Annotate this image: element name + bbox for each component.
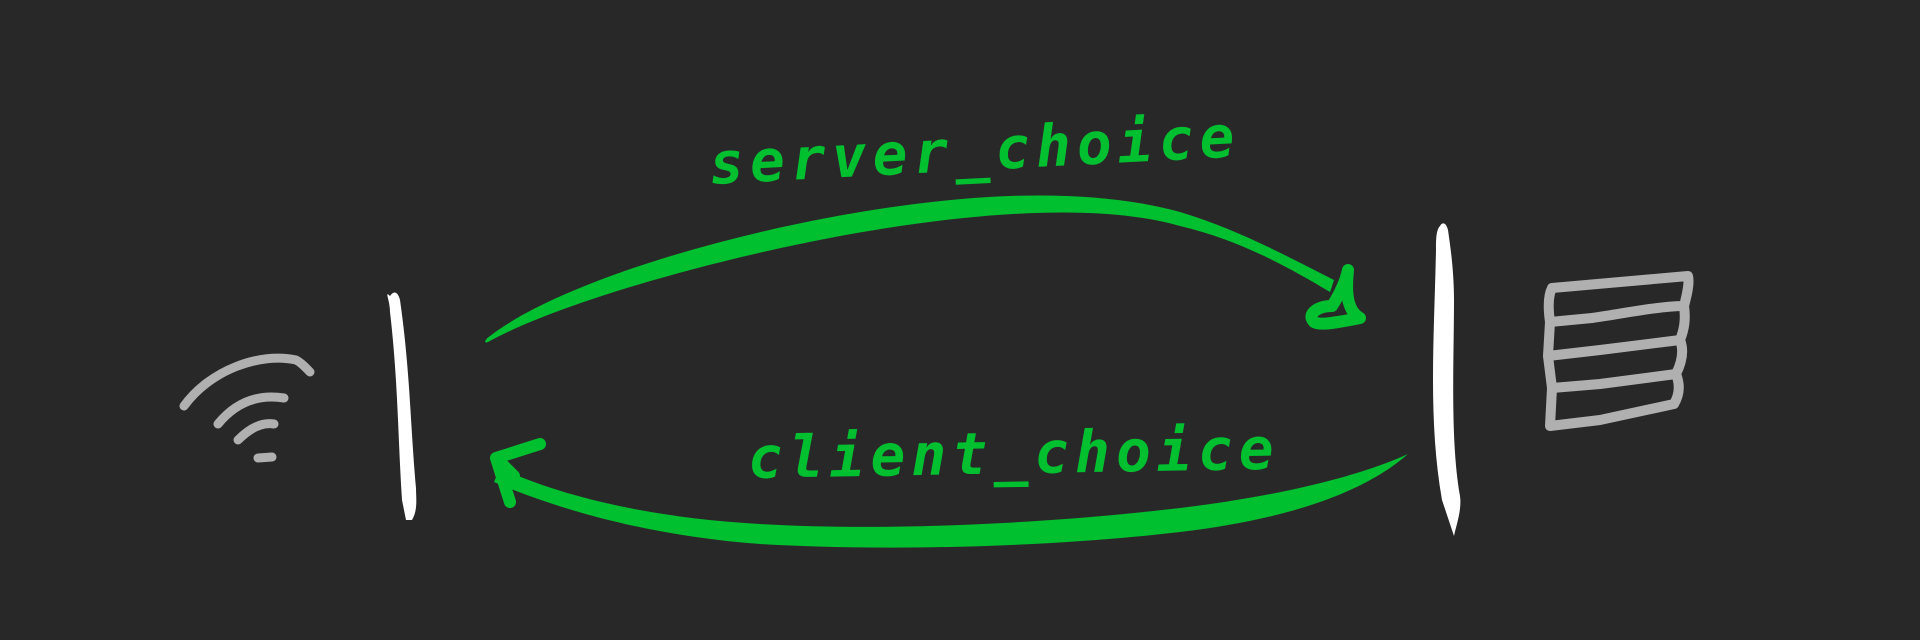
wifi-arc-outer xyxy=(179,353,315,411)
wifi-arc-middle xyxy=(213,392,289,429)
client-choice-arrowhead xyxy=(490,438,546,508)
wifi-arc-inner xyxy=(233,419,279,445)
server-divider xyxy=(1433,223,1461,536)
server-rack-4 xyxy=(1545,369,1684,431)
wifi-dot xyxy=(253,452,277,463)
client-choice-label: client_choice xyxy=(747,415,1280,492)
server-choice-arrow-body xyxy=(485,195,1334,343)
server-rack-2 xyxy=(1543,301,1690,361)
server-choice-arrow xyxy=(485,195,1366,343)
client-divider xyxy=(387,292,417,520)
server-choice-arrowhead xyxy=(1305,264,1366,330)
client-choice-arrow xyxy=(490,438,1408,548)
server-rack-1 xyxy=(1543,271,1694,327)
client-choice-arrow-body xyxy=(494,454,1408,548)
server-choice-label: server_choice xyxy=(707,102,1242,198)
server-rack-3 xyxy=(1543,335,1688,393)
wifi-icon xyxy=(179,353,315,463)
server-icon xyxy=(1543,271,1694,431)
